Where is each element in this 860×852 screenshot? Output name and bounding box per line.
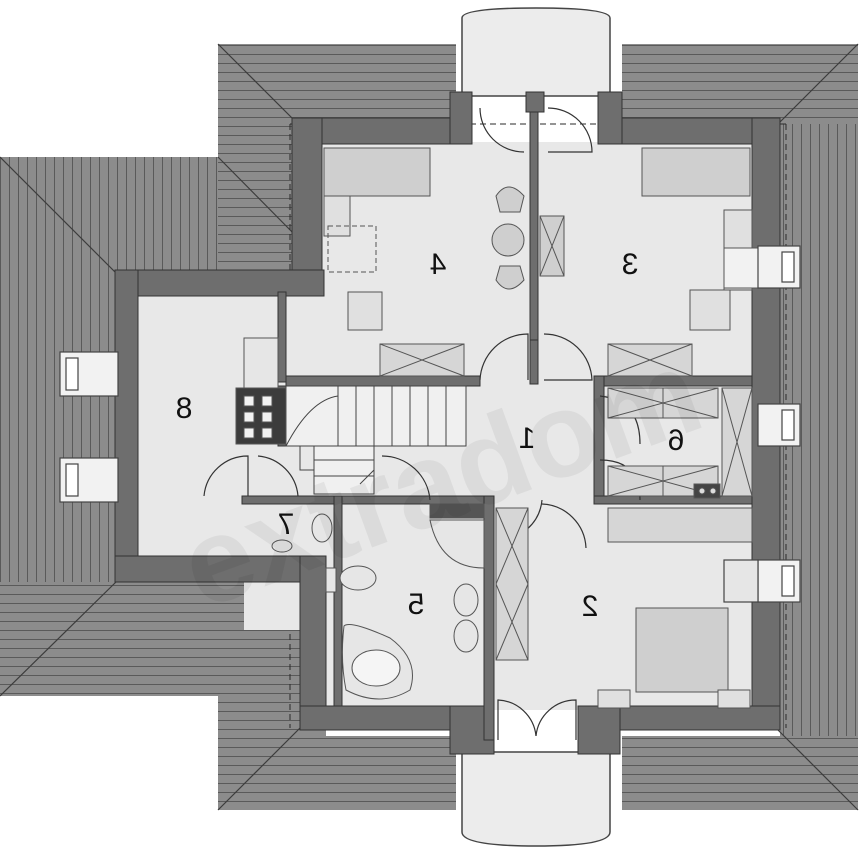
room-labels: 1 2 3 4 5 6 7 8 bbox=[176, 248, 685, 623]
room-label-3: 3 bbox=[622, 248, 639, 281]
room-label-7: 7 bbox=[278, 508, 295, 541]
room-label-4: 4 bbox=[430, 248, 447, 281]
roof-windows bbox=[59, 245, 801, 603]
dormer-south bbox=[461, 751, 611, 847]
exterior-walls bbox=[114, 91, 781, 755]
bed-room-2 bbox=[635, 607, 729, 693]
room-label-1: 1 bbox=[519, 422, 536, 455]
staircase bbox=[285, 385, 467, 495]
bed-room-4 bbox=[323, 147, 431, 197]
bed-room-3 bbox=[641, 147, 751, 197]
room-label-6: 6 bbox=[668, 424, 685, 457]
room-label-2: 2 bbox=[582, 590, 599, 623]
room-label-5: 5 bbox=[408, 588, 425, 621]
room-label-8: 8 bbox=[176, 392, 193, 425]
dormer-north bbox=[461, 7, 611, 97]
furniture bbox=[235, 147, 781, 709]
